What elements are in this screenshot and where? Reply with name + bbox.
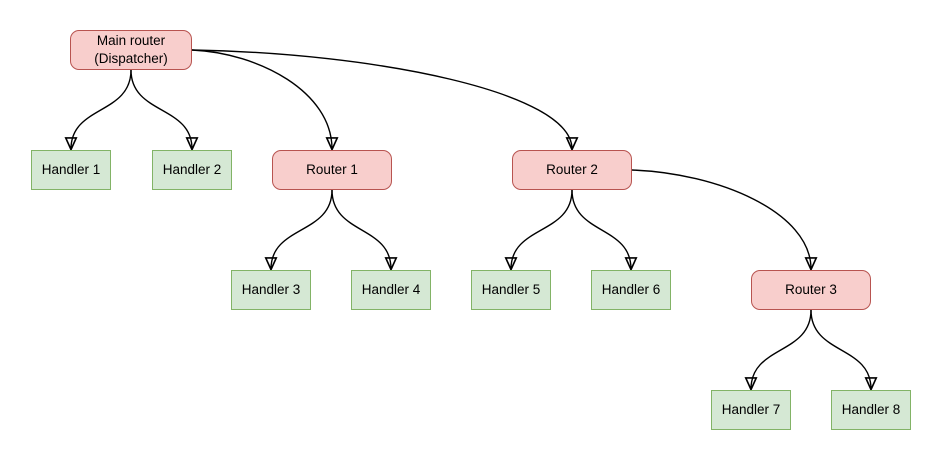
node-main-router: Main router (Dispatcher) <box>70 30 192 70</box>
edge-main-router1 <box>191 49 332 149</box>
node-handler-4: Handler 4 <box>351 270 431 310</box>
node-handler-2: Handler 2 <box>152 150 232 190</box>
edge-router3-handler7 <box>751 309 812 389</box>
edge-router2-router3 <box>631 169 811 269</box>
edge-main-router2 <box>191 49 572 149</box>
edge-router1-handler3 <box>271 189 333 269</box>
edge-router3-handler8 <box>810 309 871 389</box>
edge-main-handler1 <box>71 69 132 149</box>
node-handler-6: Handler 6 <box>591 270 671 310</box>
edge-router1-handler4 <box>331 189 391 269</box>
node-handler-7: Handler 7 <box>711 390 791 430</box>
node-router-1: Router 1 <box>272 150 392 190</box>
node-router-3: Router 3 <box>751 270 871 310</box>
edge-main-handler2 <box>130 69 192 149</box>
node-handler-5: Handler 5 <box>471 270 551 310</box>
node-handler-1: Handler 1 <box>31 150 111 190</box>
edge-router2-handler6 <box>571 189 631 269</box>
edge-router2-handler5 <box>511 189 573 269</box>
node-handler-8: Handler 8 <box>831 390 911 430</box>
node-router-2: Router 2 <box>512 150 632 190</box>
node-handler-3: Handler 3 <box>231 270 311 310</box>
